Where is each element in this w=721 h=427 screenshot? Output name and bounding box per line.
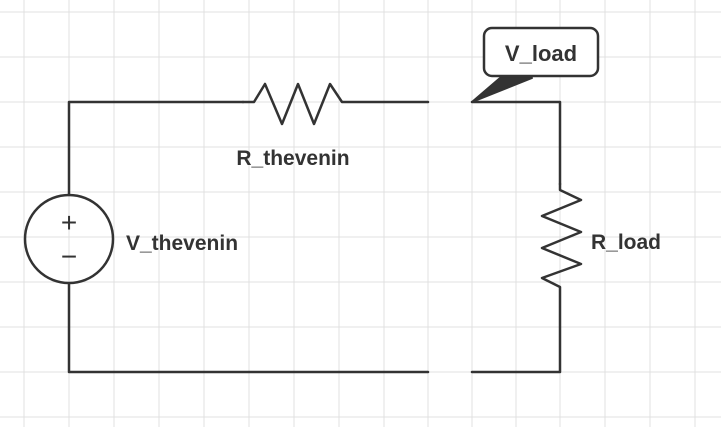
top-wire-left xyxy=(67,100,245,197)
top-wire-right xyxy=(470,100,562,186)
probe-callout: V_load xyxy=(471,26,600,103)
callout-box xyxy=(482,26,600,78)
series-resistor-label: R_thevenin xyxy=(236,147,349,170)
load-resistor xyxy=(470,182,583,374)
load-resistor-label: R_load xyxy=(591,231,661,254)
bottom-wire-left xyxy=(67,282,430,374)
plus-sign: + xyxy=(61,207,77,238)
source-label: V_thevenin xyxy=(126,232,238,255)
series-resistor xyxy=(241,82,430,126)
minus-sign: − xyxy=(61,241,77,272)
callout-pointer xyxy=(471,77,533,103)
probe-label: V_load xyxy=(505,41,577,66)
voltage-source xyxy=(23,193,115,285)
